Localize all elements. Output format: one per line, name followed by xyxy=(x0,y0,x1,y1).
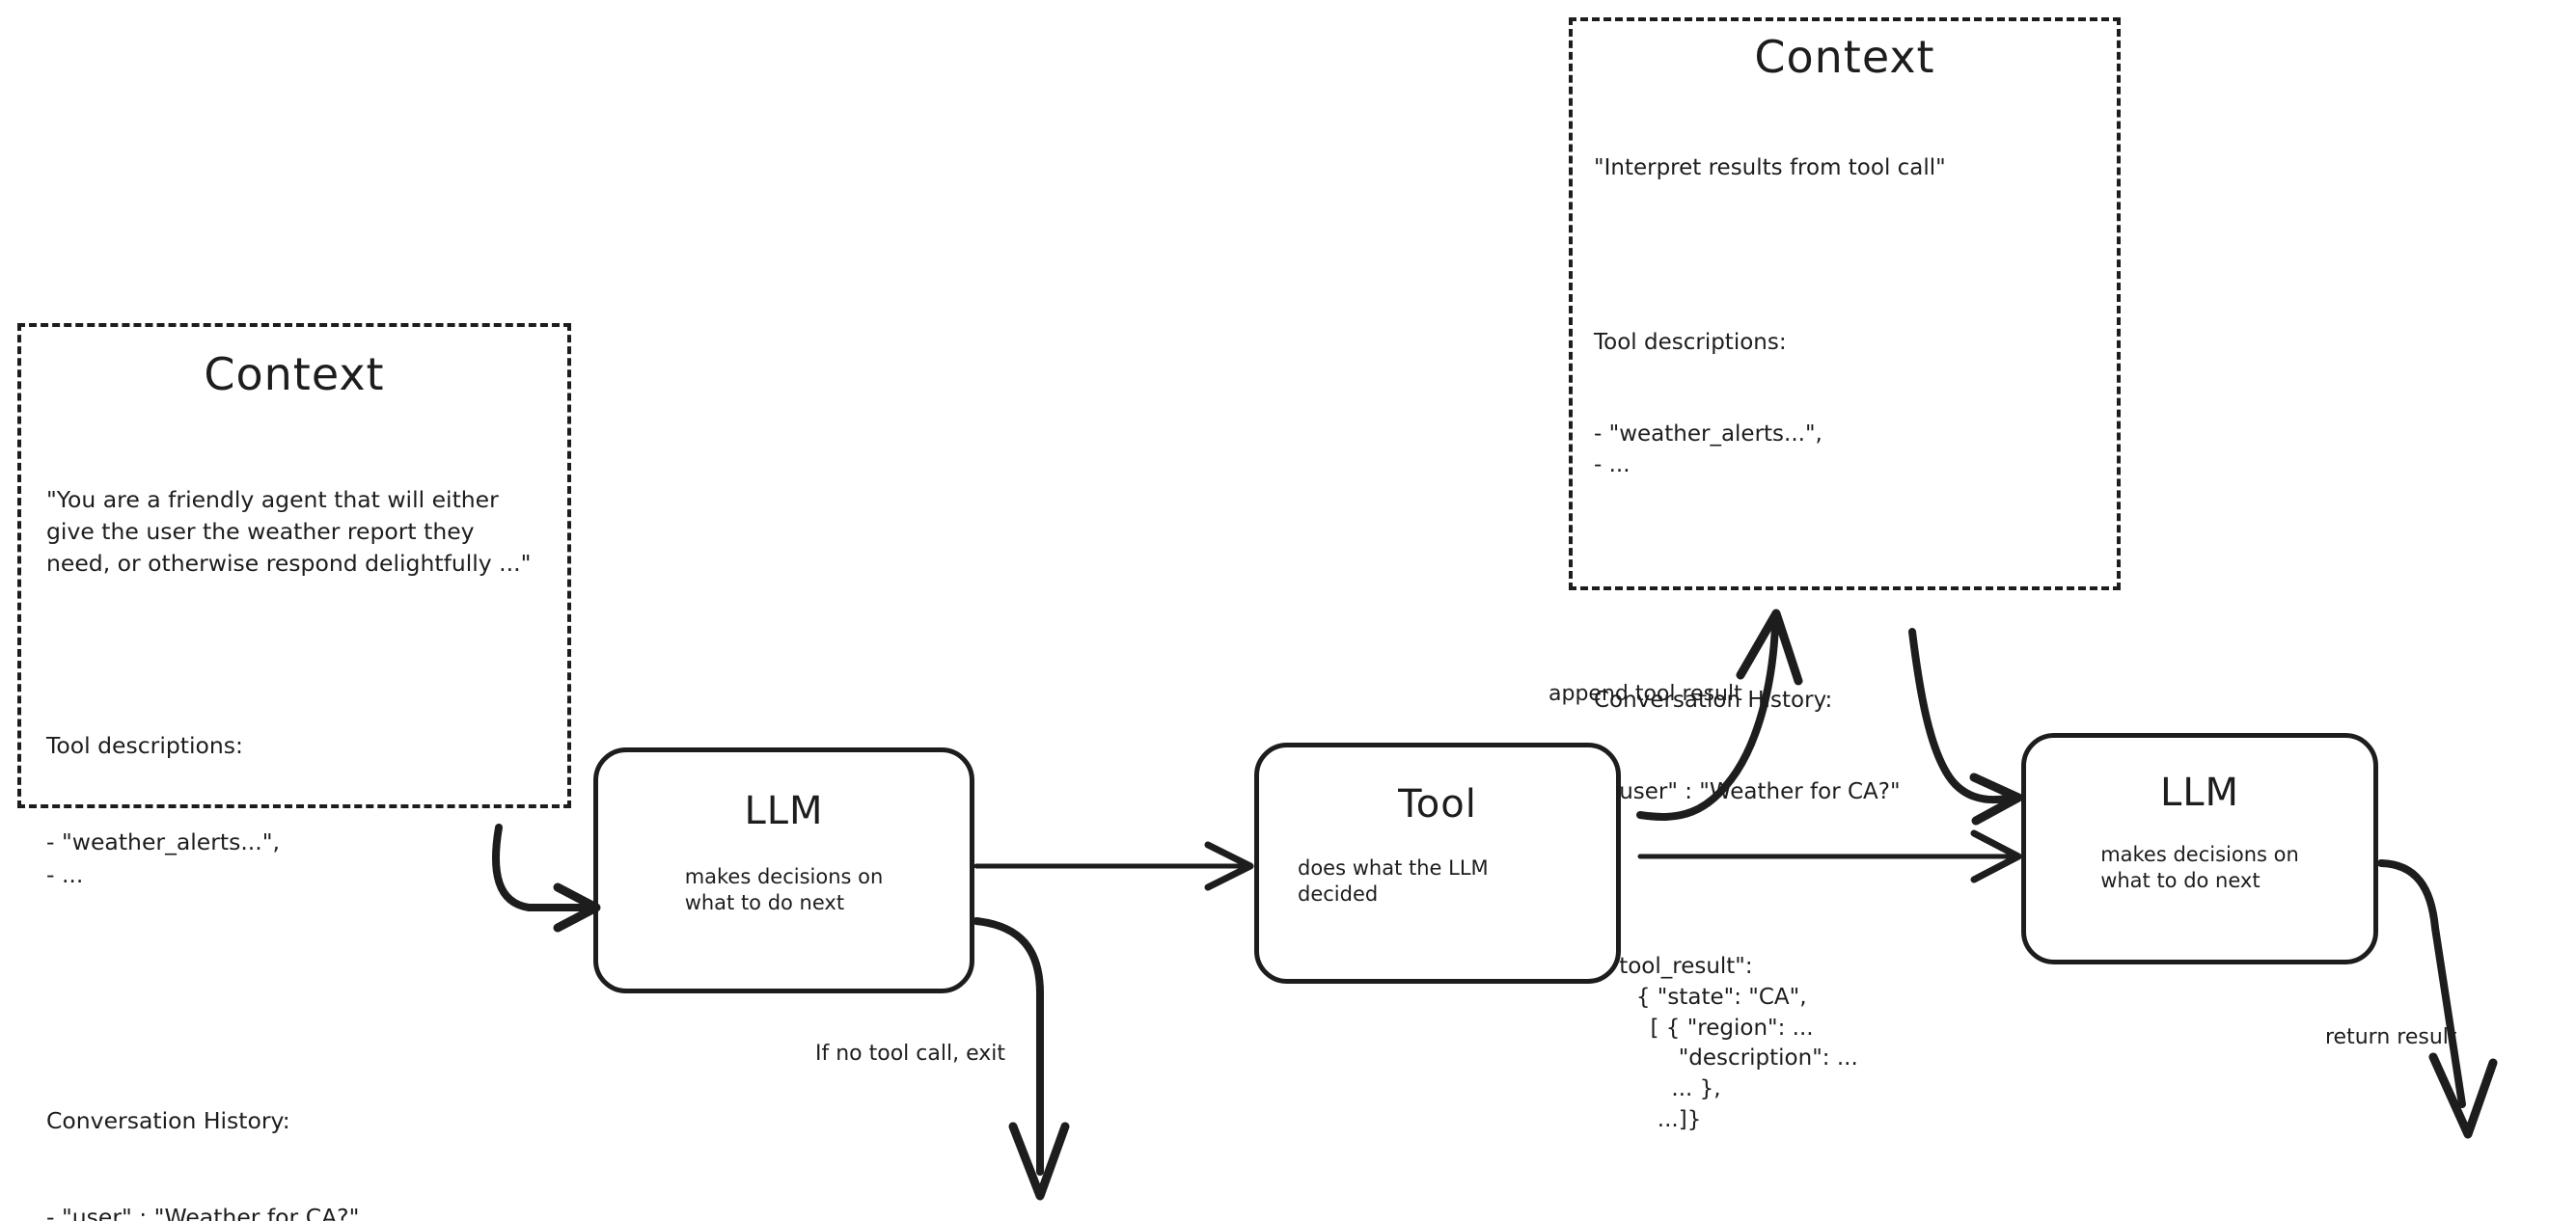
context-left-tool-items: - "weather_alerts...", - ... xyxy=(46,828,281,888)
node-llm-first-subtitle: makes decisions on what to do next xyxy=(684,865,884,915)
node-llm-second-title: LLM xyxy=(2159,771,2240,815)
context-left-conversation-items: - "user" : "Weather for CA?" xyxy=(46,1204,360,1221)
context-left-tool-heading: Tool descriptions: xyxy=(46,732,243,760)
node-llm-second-subtitle: makes decisions on what to do next xyxy=(2100,843,2299,893)
context-right-conversation: Conversation History: - "user" : "Weathe… xyxy=(1594,625,2096,870)
context-right-tool-descriptions: Tool descriptions: - "weather_alerts..."… xyxy=(1594,267,2096,543)
node-llm-second[interactable]: LLM makes decisions on what to do next xyxy=(2021,733,2378,964)
context-right-title: Context xyxy=(1754,31,1935,83)
edge-label-if-no-tool-call-exit: If no tool call, exit xyxy=(815,1042,1005,1066)
node-llm-first-title: LLM xyxy=(744,789,824,833)
context-left-body: "You are a friendly agent that will eith… xyxy=(46,420,542,1221)
context-right-tool-heading: Tool descriptions: xyxy=(1594,330,1787,356)
node-tool[interactable]: Tool does what the LLM decided xyxy=(1254,743,1621,984)
context-left-system-prompt: "You are a friendly agent that will eith… xyxy=(46,485,532,578)
context-right-conversation-user: - "user" : "Weather for CA?" xyxy=(1594,779,1901,805)
context-right-system-prompt: "Interpret results from tool call" xyxy=(1594,155,1946,181)
context-left-conversation-heading: Conversation History: xyxy=(46,1107,290,1135)
context-right-body: "Interpret results from tool call" Tool … xyxy=(1594,93,2096,1197)
context-box-left: Context "You are a friendly agent that w… xyxy=(17,323,571,1221)
context-left-conversation: Conversation History: - "user" : "Weathe… xyxy=(46,1041,542,1221)
context-box-right: Context "Interpret results from tool cal… xyxy=(1569,17,2121,1132)
edge-label-return-result: return result xyxy=(2325,1025,2457,1049)
arrow-llm2-return xyxy=(2377,859,2498,1139)
node-tool-subtitle: does what the LLM decided xyxy=(1298,856,1489,907)
edge-label-append-tool-result: append tool result xyxy=(1548,682,1742,706)
context-right-tool-items: - "weather_alerts...", - ... xyxy=(1594,421,1822,478)
node-llm-first[interactable]: LLM makes decisions on what to do next xyxy=(593,747,974,993)
context-left-title: Context xyxy=(204,348,385,400)
context-left-tool-descriptions: Tool descriptions: - "weather_alerts..."… xyxy=(46,666,542,956)
node-tool-title: Tool xyxy=(1398,782,1477,827)
context-right-tool-result: - "tool_result": { "state": "CA", [ { "r… xyxy=(1594,954,1858,1132)
arrow-llm1-to-tool xyxy=(973,841,1254,891)
